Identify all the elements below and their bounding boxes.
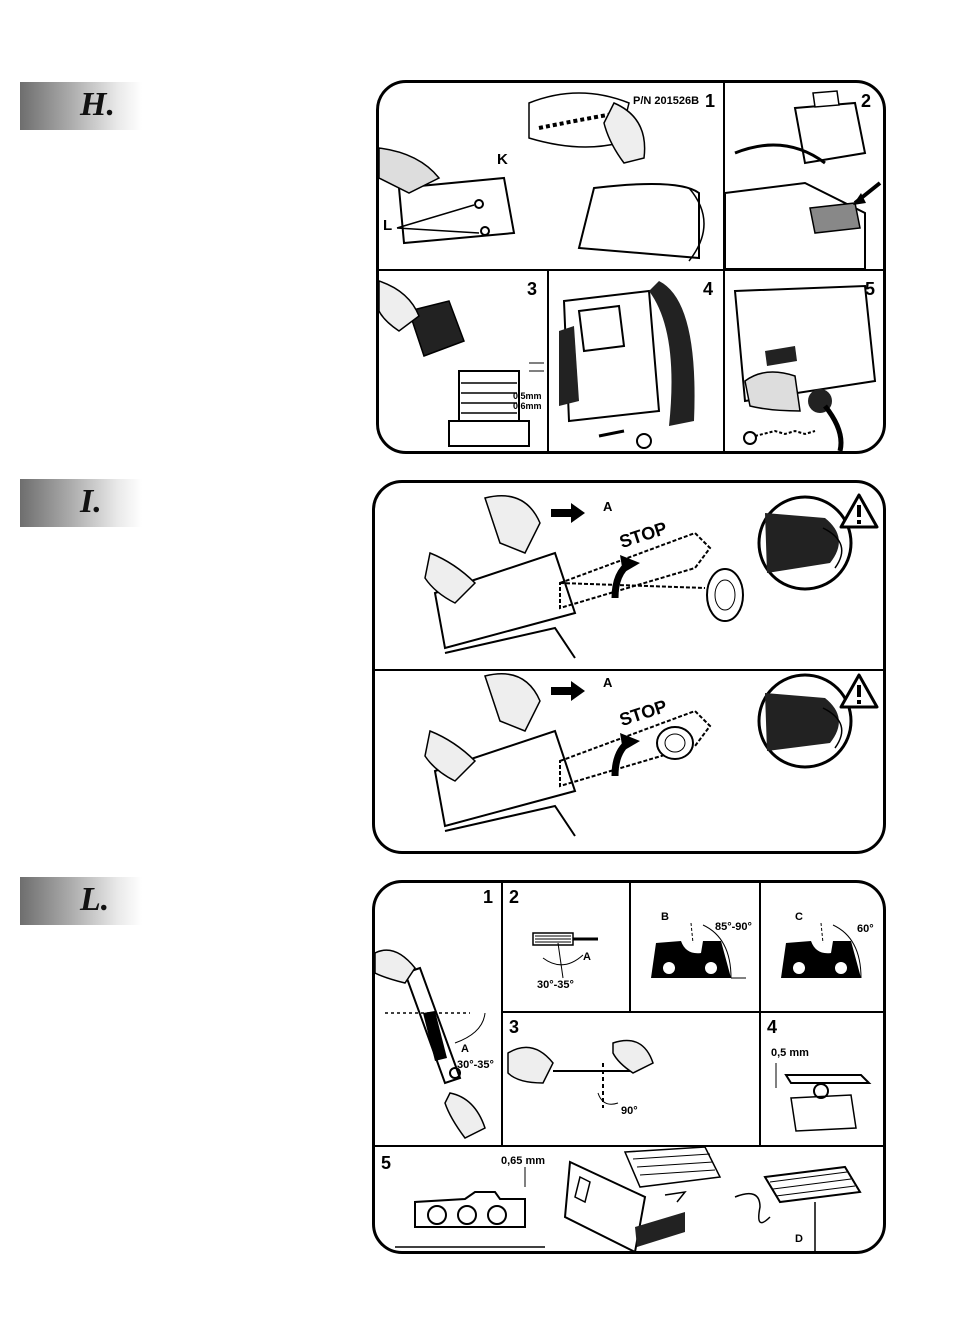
l1-file-guide-illustration: [375, 949, 486, 1139]
section-i-letter: I.: [80, 483, 102, 520]
l-panel-2b: B 85°-90°: [631, 883, 759, 1011]
h5-number: 5: [865, 279, 876, 299]
section-l-letter: L.: [80, 881, 110, 918]
l5-label-d: D: [795, 1233, 803, 1245]
l2a-file-angle-illustration: [532, 932, 598, 979]
i-top-chainsaw-illustration: [424, 495, 853, 659]
l2-angle-c: 60°: [857, 923, 874, 935]
h4-muffler-illustration: [559, 281, 695, 449]
h4-number: 4: [703, 279, 714, 299]
l5-depth-gauge-illustration: [395, 1147, 862, 1251]
i-bottom-label-a: A: [603, 675, 613, 690]
l1-angle: 30°-35°: [457, 1059, 494, 1071]
l2-label-b: B: [661, 911, 669, 923]
l-panel-2a: 2 A 30°-35°: [503, 883, 629, 1011]
h-panel-1: 1 P/N 201526B K L: [379, 83, 723, 269]
h1-number: 1: [705, 91, 716, 111]
h-panel-3: 3 0,5mm 0,6mm: [379, 271, 547, 451]
warning-triangle-icon: [839, 493, 879, 529]
i-kickback-top: A STOP: [375, 483, 883, 669]
l4-depth-illustration: [775, 1063, 872, 1132]
section-l-tab: L.: [20, 877, 142, 925]
l2-angle-a: 30°-35°: [537, 979, 574, 991]
h2-number: 2: [861, 91, 872, 111]
l5-number: 5: [381, 1153, 392, 1173]
arrow-right-icon: [551, 681, 585, 701]
l1-label-a: A: [461, 1043, 469, 1055]
l-panel-1: 1 A 30°-35°: [375, 883, 501, 1145]
l2b-cutter-illustration: [651, 922, 746, 979]
section-i-panel: A STOP A STOP: [372, 480, 886, 854]
h1-label-l: L: [383, 217, 393, 234]
section-h-letter: H.: [80, 86, 115, 123]
warning-triangle-icon: [839, 673, 879, 709]
h3-number: 3: [527, 279, 538, 299]
l-panel-5: 5 0,65 mm D: [375, 1147, 883, 1251]
h1-bar-illustration: [379, 92, 705, 262]
arrow-right-icon: [551, 503, 585, 523]
h3-spark-plug-illustration: [379, 280, 544, 447]
l3-number: 3: [509, 1017, 520, 1037]
l5-depth: 0,65 mm: [501, 1155, 546, 1167]
l3-angle: 90°: [621, 1105, 638, 1117]
h2-air-filter-illustration: [725, 90, 882, 269]
l2-number: 2: [509, 887, 520, 907]
h1-part-number: P/N 201526B: [633, 95, 700, 107]
l2c-cutter-illustration: [781, 922, 862, 979]
l4-depth: 0,5 mm: [771, 1047, 809, 1059]
l-panel-2c: C 60°: [761, 883, 883, 1011]
section-h-panel: 1 P/N 201526B K L 2 3 0,5mm 0,6mm: [376, 80, 886, 454]
h3-gap-1: 0,5mm: [513, 391, 542, 401]
l3-depth-gauge-illustration: [507, 1039, 654, 1108]
section-i-tab: I.: [20, 479, 142, 527]
section-l-panel: 1 A 30°-35° 2 A 30°-35° B 85°-90°: [372, 880, 886, 1254]
l4-number: 4: [767, 1017, 778, 1037]
l-panel-4: 4 0,5 mm: [761, 1013, 883, 1145]
h1-label-k: K: [497, 151, 508, 168]
l2-label-a: A: [583, 951, 591, 963]
h-panel-4: 4: [549, 271, 723, 451]
l2-angle-b: 85°-90°: [715, 921, 752, 933]
h-panel-2: 2: [725, 83, 883, 269]
i-kickback-bottom: A STOP: [375, 671, 883, 851]
h-panel-5: 5: [725, 271, 883, 451]
section-h-tab: H.: [20, 82, 142, 130]
h3-gap-2: 0,6mm: [513, 401, 542, 411]
l1-number: 1: [483, 887, 494, 907]
l-panel-3: 3 90°: [503, 1013, 759, 1145]
i-bottom-chainsaw-illustration: [424, 673, 853, 837]
i-top-label-a: A: [603, 499, 613, 514]
l2-label-c: C: [795, 911, 803, 923]
h5-fuel-filter-illustration: [733, 284, 877, 451]
